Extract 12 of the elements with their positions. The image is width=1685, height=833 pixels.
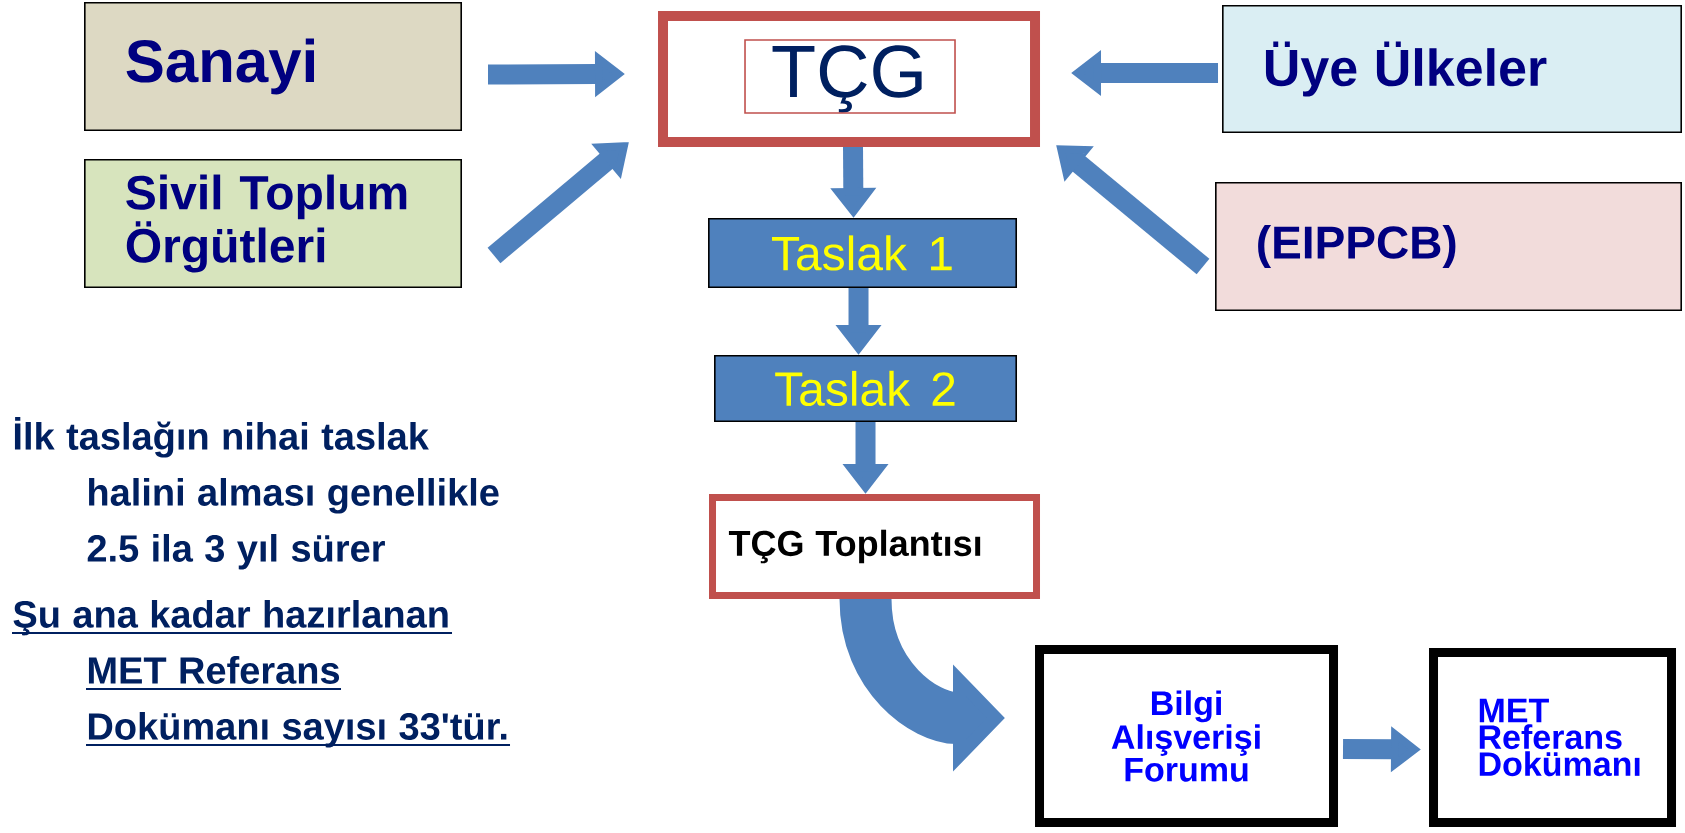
label-box: Üye Ülkeler (1222, 5, 1682, 133)
process-box: Taslak 2 (714, 355, 1017, 422)
process-box: TÇG (658, 11, 1040, 147)
note-text: Şu ana kadar hazırlanan MET Referans Dokümanı sayısı 33'tür. (13, 600, 507, 748)
process-box: MET Referans Dokümanı (1429, 648, 1676, 827)
process-box: Bilgi Alışverişi Forumu (1035, 645, 1338, 827)
label-box: Sanayi (84, 2, 462, 131)
note-text: İlk taslağın nihai taslak halini alması genellikle 2.5 ila 3 yıl sürer (14, 417, 499, 570)
label-box: Sivil Toplum Örgütleri (84, 159, 462, 288)
process-box: Taslak 1 (708, 218, 1017, 288)
label-box: (EIPPCB) (1215, 182, 1682, 311)
process-box: TÇG Toplantısı (709, 494, 1040, 599)
